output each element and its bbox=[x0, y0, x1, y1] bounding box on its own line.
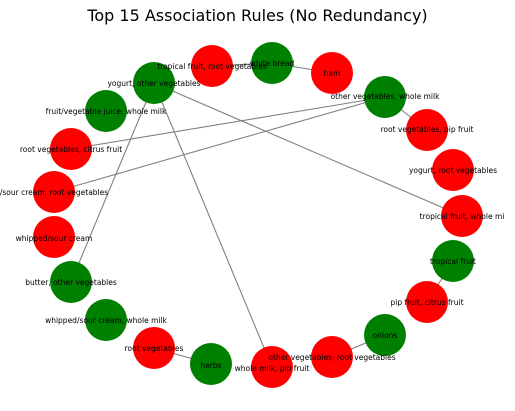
node-label-n16: butter, other vegetables bbox=[25, 278, 117, 287]
node-n20 bbox=[85, 90, 127, 132]
node-n6 bbox=[432, 149, 474, 191]
node-label-n3: ham bbox=[324, 69, 341, 78]
node-label-n9: pip fruit, citrus fruit bbox=[390, 298, 463, 307]
node-n14 bbox=[133, 327, 175, 369]
node-n1 bbox=[191, 45, 233, 87]
node-n5 bbox=[406, 109, 448, 151]
node-label-n14: root vegetables bbox=[125, 344, 184, 353]
node-n2 bbox=[251, 42, 293, 84]
node-label-n13: herbs bbox=[200, 361, 221, 370]
node-label-n15: whipped/sour cream, whole milk bbox=[45, 316, 167, 325]
node-label-n8: tropical fruit bbox=[430, 257, 476, 266]
node-n4 bbox=[364, 76, 406, 118]
node-label-n12: whole milk, pip fruit bbox=[235, 364, 310, 373]
edge-n7-n21 bbox=[153, 82, 463, 217]
node-label-n1: tropical fruit, root vegetables bbox=[157, 62, 267, 71]
node-label-n4: other vegetables, whole milk bbox=[331, 92, 440, 101]
node-n12 bbox=[251, 346, 293, 388]
node-label-n19: root vegetables, citrus fruit bbox=[20, 145, 122, 154]
node-n3 bbox=[311, 52, 353, 94]
nodes-layer bbox=[33, 42, 483, 388]
node-label-n7: tropical fruit, whole mi bbox=[420, 212, 505, 221]
node-n18 bbox=[33, 171, 75, 213]
node-label-n18: /sour cream, root vegetables bbox=[0, 188, 108, 197]
node-label-n20: fruit/vegetable juice, whole milk bbox=[46, 107, 167, 116]
node-label-n11: other vegetables, root vegetables bbox=[268, 353, 395, 362]
node-n17 bbox=[33, 216, 75, 258]
edge-n12-n21 bbox=[153, 82, 273, 368]
chart-title: Top 15 Association Rules (No Redundancy) bbox=[87, 6, 428, 25]
node-n7 bbox=[441, 195, 483, 237]
node-label-n2: white bread bbox=[250, 59, 295, 68]
node-n16 bbox=[50, 261, 92, 303]
node-n19 bbox=[50, 128, 92, 170]
node-n10 bbox=[364, 314, 406, 356]
edge-n16-n21 bbox=[70, 82, 155, 283]
node-label-n17: whipped/sour cream bbox=[16, 234, 93, 243]
node-n13 bbox=[190, 343, 232, 385]
node-label-n10: onions bbox=[373, 331, 398, 340]
edge-n18-n4 bbox=[53, 96, 386, 193]
node-n9 bbox=[406, 281, 448, 323]
node-label-n5: root vegetables, pip fruit bbox=[380, 125, 473, 134]
node-label-n6: yogurt, root vegetables bbox=[409, 166, 497, 175]
node-label-n21: yogurt, other vegetables bbox=[107, 79, 200, 88]
node-n11 bbox=[311, 336, 353, 378]
node-n8 bbox=[432, 240, 474, 282]
node-n21 bbox=[133, 62, 175, 104]
node-n15 bbox=[85, 299, 127, 341]
edge-n19-n4 bbox=[70, 96, 386, 150]
